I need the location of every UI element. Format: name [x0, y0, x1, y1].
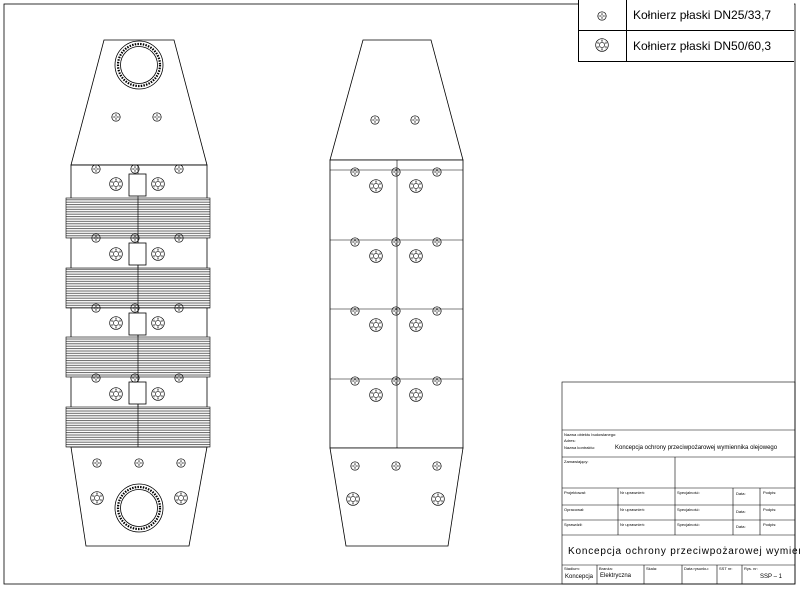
drawing-number-label: Rys. nr: [744, 566, 758, 571]
legend-row-dn50: Kołnierz płaski DN50/60,3 [579, 31, 794, 61]
heat-exchanger-left-view [65, 39, 211, 547]
set-label: SST nr: [719, 566, 733, 571]
date-label: Data: [736, 524, 746, 529]
flange-large-icon [579, 31, 627, 61]
branch-label: Branża: [599, 566, 613, 571]
drawing-title: Koncepcja ochrony przeciwpożarowej wymie… [568, 546, 800, 557]
signature-label: Podpis: [763, 507, 777, 512]
heat-exchanger-right-view [329, 39, 464, 547]
branch-value: Elektryczna [600, 573, 632, 579]
contract-name-label: Nazwa kontraktu: [564, 445, 595, 450]
signature-label: Podpis: [763, 490, 777, 495]
verified-label: Opracował: [564, 507, 585, 512]
scale-label: Skala: [646, 566, 658, 571]
specialty-label: Specjalność: [677, 507, 700, 512]
legend-label: Kołnierz płaski DN50/60,3 [633, 39, 772, 53]
permission-label: Nr uprawnień: [620, 522, 645, 527]
contract-name: Koncepcja ochrony przeciwpożarowej wymie… [615, 445, 778, 451]
sheet-date-label: Data rysunku: [684, 566, 709, 571]
drawing-number: SSP – 1 [760, 574, 782, 580]
address-label: Adres: [564, 438, 576, 443]
specialty-label: Specjalność: [677, 522, 700, 527]
legend-row-dn25: Kołnierz płaski DN25/33,7 [579, 0, 794, 31]
permission-label: Nr uprawnień: [620, 507, 645, 512]
specialty-label: Specjalność: [677, 490, 700, 495]
signature-label: Podpis: [763, 522, 777, 527]
permission-label: Nr uprawnień: [620, 490, 645, 495]
legend-label: Kołnierz płaski DN25/33,7 [633, 8, 772, 22]
date-label: Data: [736, 491, 746, 496]
object-name-label: Nazwa obiektu budowlanego: [564, 432, 617, 437]
date-label: Data: [736, 509, 746, 514]
ordering-party-label: Zamawiający: [564, 459, 589, 464]
checked-label: Sprawdził: [564, 522, 583, 527]
stage-label: Stadium: [564, 566, 580, 571]
stage-value: Koncepcja [565, 574, 594, 580]
legend-table: Kołnierz płaski DN25/33,7 Kołnierz płask… [578, 0, 794, 62]
flange-small-icon [579, 0, 627, 30]
designer-label: Projektował: [564, 490, 586, 495]
